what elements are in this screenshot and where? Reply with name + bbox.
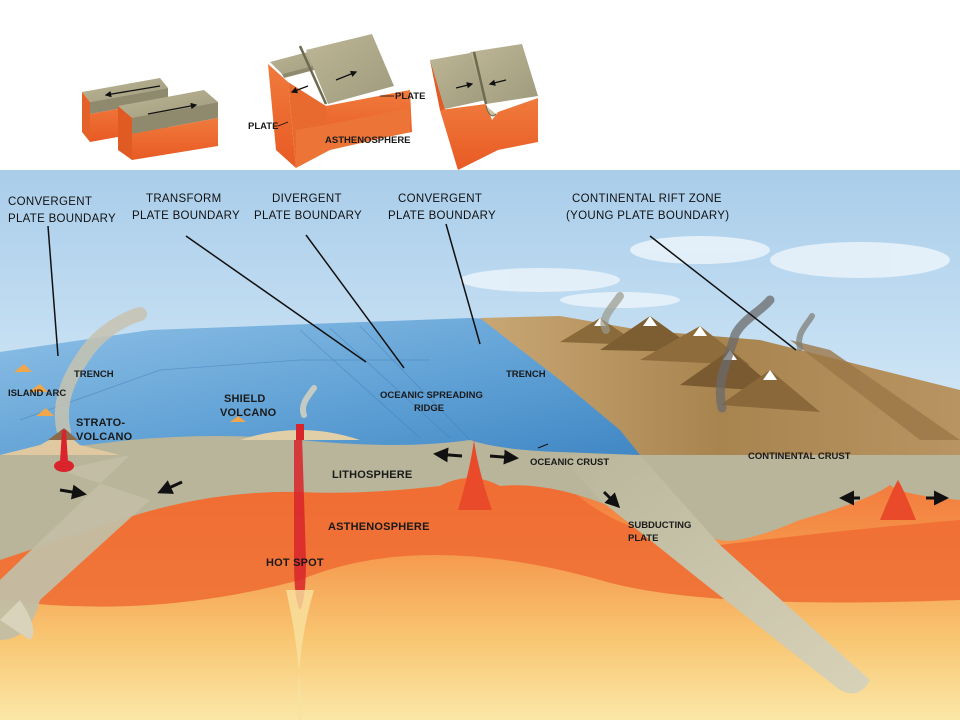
subducting-plate-label-1: SUBDUCTING xyxy=(628,520,691,531)
ridge-magma xyxy=(458,440,492,510)
volcano-plumes xyxy=(54,292,815,439)
boundary-labels: CONVERGENT PLATE BOUNDARY TRANSFORM PLAT… xyxy=(8,193,729,225)
cross-section xyxy=(0,170,960,720)
trench-left-label: TRENCH xyxy=(74,369,114,380)
divergent-label-line1: DIVERGENT xyxy=(272,193,342,205)
plate-label-right: PLATE xyxy=(395,91,425,102)
divergent-label-line2: PLATE BOUNDARY xyxy=(254,210,362,222)
mountains xyxy=(560,316,820,412)
rift-label-line2: (YOUNG PLATE BOUNDARY) xyxy=(566,210,729,222)
leader-lines xyxy=(47,223,797,369)
convergent-label-1-line2: PLATE BOUNDARY xyxy=(8,213,116,225)
subducting-slab xyxy=(560,455,870,694)
convergent-label-2-line1: CONVERGENT xyxy=(398,193,482,205)
transform-block-diagram xyxy=(82,78,218,160)
transform-label-line2: PLATE BOUNDARY xyxy=(132,210,240,222)
shield-volcano-label-1: SHIELD xyxy=(224,393,266,405)
convergent-label-2-line2: PLATE BOUNDARY xyxy=(388,210,496,222)
feature-labels: TRENCH ISLAND ARC STRATO- VOLCANO SHIELD… xyxy=(8,369,851,569)
continental-crust-label: CONTINENTAL CRUST xyxy=(748,451,851,462)
rift-label-line1: CONTINENTAL RIFT ZONE xyxy=(572,193,722,205)
lithosphere-plate xyxy=(0,436,960,560)
divergent-block-diagram: PLATE PLATE ASTHENOSPHERE xyxy=(248,34,425,168)
asthenosphere-label: ASTHENOSPHERE xyxy=(328,521,430,533)
convergent-label-1-line1: CONVERGENT xyxy=(8,196,92,208)
hot-spot-label: HOT SPOT xyxy=(266,557,324,569)
oceanic-crust-label: OCEANIC CRUST xyxy=(530,457,609,468)
asthenosphere-block-label: ASTHENOSPHERE xyxy=(325,135,411,146)
island-arc-label: ISLAND ARC xyxy=(8,388,66,399)
spreading-ridge-label-2: RIDGE xyxy=(414,403,444,414)
convergent-block-diagram xyxy=(430,44,538,170)
plate-label-left: PLATE xyxy=(248,121,278,132)
transform-label-line1: TRANSFORM xyxy=(146,193,222,205)
spreading-ridge-label-1: OCEANIC SPREADING xyxy=(380,390,483,401)
ocean xyxy=(0,318,640,460)
lithosphere-label: LITHOSPHERE xyxy=(332,469,412,481)
strato-volcano-label-1: STRATO- xyxy=(76,417,125,429)
trench-right-label: TRENCH xyxy=(506,369,546,380)
motion-arrows xyxy=(59,447,949,509)
shield-volcano-label-2: VOLCANO xyxy=(220,407,277,419)
strato-volcano-label-2: VOLCANO xyxy=(76,431,133,443)
subducting-plate-label-2: PLATE xyxy=(628,533,658,544)
hot-spot-plume xyxy=(294,435,306,610)
